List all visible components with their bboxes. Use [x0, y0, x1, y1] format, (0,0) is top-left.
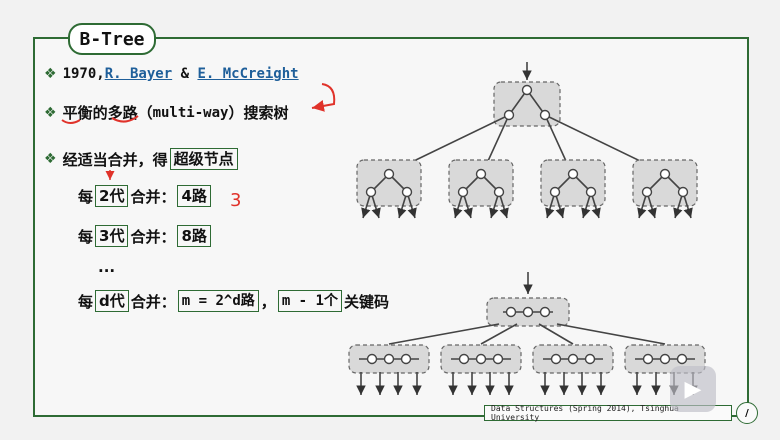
generation-box: d代 — [95, 290, 129, 312]
key-node — [365, 186, 377, 198]
generation-box: 2代 — [95, 185, 129, 207]
super-node-label: 超级节点 — [169, 148, 238, 170]
key-node — [539, 306, 551, 318]
super-node-box — [632, 159, 698, 207]
row-2-generations: 每 2代 合并： 4路 — [78, 185, 213, 207]
ampersand-text: & — [172, 66, 198, 82]
key-node — [567, 168, 579, 180]
key-node — [676, 353, 688, 365]
key-node — [400, 353, 412, 365]
red-annotations — [61, 83, 336, 180]
ways-box: 4路 — [177, 185, 211, 207]
key-node — [585, 186, 597, 198]
diamond-bullet-icon: ❖ — [44, 104, 57, 121]
key-node — [401, 186, 413, 198]
key-node — [539, 109, 551, 121]
ways-box: 8路 — [177, 225, 211, 247]
bullet-3: ❖ 经适当合并，得 超级节点 — [44, 148, 240, 170]
key-node — [521, 84, 533, 96]
key-node — [475, 353, 487, 365]
keys-label: 关键码 — [343, 292, 389, 311]
generation-box: 3代 — [95, 225, 129, 247]
balanced-text: 平衡的多路（ — [62, 104, 153, 122]
key-node — [567, 353, 579, 365]
row-3-generations: 每 3代 合并： 8路 — [78, 225, 213, 247]
key-node — [475, 168, 487, 180]
each-text: 每 — [78, 187, 94, 206]
diamond-bullet-icon: ❖ — [44, 151, 57, 167]
diamond-bullet-icon: ❖ — [44, 66, 57, 82]
key-node — [458, 353, 470, 365]
keys-box: m - 1个 — [277, 290, 342, 312]
binary-super-node-tree — [356, 62, 698, 219]
ellipsis: ... — [98, 258, 116, 276]
key-node — [584, 353, 596, 365]
key-node — [641, 186, 653, 198]
merge-label: 合并： — [130, 292, 176, 311]
super-node-box — [540, 159, 606, 207]
key-node — [493, 186, 505, 198]
key-node — [383, 168, 395, 180]
multiway-text: multi-way — [152, 104, 229, 121]
key-node — [677, 186, 689, 198]
edge — [388, 323, 500, 345]
super-node-box — [448, 159, 514, 207]
handwritten-note: 3 — [230, 190, 241, 211]
row-d-generations: 每 d代 合并： m = 2^d路 ， m - 1个 关键码 — [78, 290, 389, 312]
key-node — [503, 109, 515, 121]
merge-label: 合并： — [130, 227, 176, 246]
merge-label: 合并： — [130, 187, 176, 206]
search-tree-text: ）搜索树 — [228, 104, 289, 122]
author-bayer-link[interactable]: R. Bayer — [104, 66, 173, 82]
key-node — [383, 353, 395, 365]
each-text: 每 — [78, 292, 94, 311]
super-node-box — [356, 159, 422, 207]
bullet-1: ❖ 1970, R. Bayer & E. McCreight — [44, 66, 299, 82]
multiway-btree-diagram — [348, 272, 706, 395]
key-node — [642, 353, 654, 365]
edge — [556, 323, 666, 345]
key-node — [366, 353, 378, 365]
author-mccreight-link[interactable]: E. McCreight — [197, 66, 299, 82]
merge-text: 经适当合并，得 — [62, 150, 168, 169]
slide-title: B-Tree — [68, 23, 156, 55]
key-node — [505, 306, 517, 318]
key-node — [659, 168, 671, 180]
year-text: 1970, — [62, 66, 105, 82]
comma: ， — [260, 292, 276, 311]
page-number: / — [736, 402, 758, 424]
play-logo-icon: ▶ — [670, 366, 716, 412]
key-node — [550, 353, 562, 365]
bullet-2: ❖ 平衡的多路（ multi-way ）搜索树 — [44, 102, 288, 123]
edge — [538, 323, 574, 345]
footer-course-label: Data Structures (Spring 2014), Tsinghua … — [484, 404, 732, 422]
edge — [480, 323, 518, 345]
key-node — [659, 353, 671, 365]
ways-box: m = 2^d路 — [177, 290, 259, 312]
key-node — [549, 186, 561, 198]
each-text: 每 — [78, 227, 94, 246]
key-node — [522, 306, 534, 318]
key-node — [492, 353, 504, 365]
key-node — [457, 186, 469, 198]
